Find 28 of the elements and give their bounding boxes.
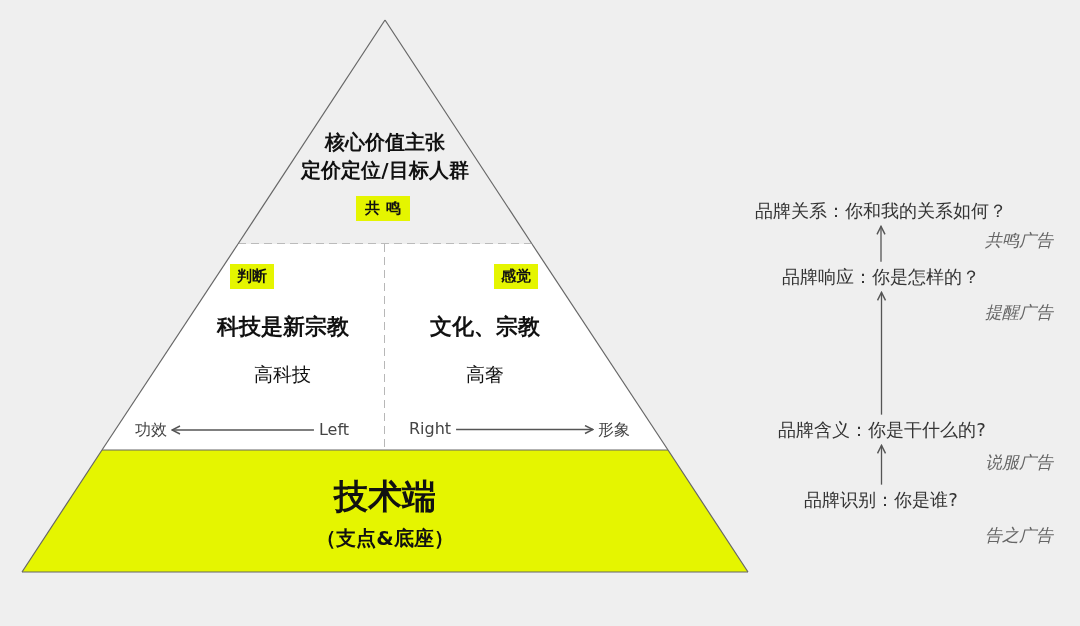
highlight-tag: 判断 — [230, 264, 274, 289]
tier-subtext: 高奢 — [466, 364, 504, 386]
question-text: 品牌识别：你是谁? — [804, 489, 958, 511]
ad-type-caption: 共鸣广告 — [985, 229, 1053, 252]
question-text: 品牌含义：你是干什么的? — [778, 419, 986, 441]
tier-heading: 技术端 — [334, 477, 436, 517]
tier-heading: 文化、宗教 — [430, 314, 540, 340]
tier-heading: 定价定位/目标人群 — [301, 158, 469, 182]
question-text: 品牌响应：你是怎样的？ — [782, 266, 980, 288]
tier-subtext: 高科技 — [253, 364, 311, 386]
ad-type-caption: 提醒广告 — [985, 301, 1053, 324]
highlight-tag: 共 鸣 — [356, 196, 410, 221]
tier-heading: 核心价值主张 — [325, 130, 445, 154]
arrow — [876, 291, 887, 416]
ad-type-caption: 告之广告 — [985, 524, 1053, 547]
pole-label: 形象 — [598, 420, 630, 440]
tier-subtext: （支点&底座） — [316, 526, 454, 550]
highlight-tag: 感觉 — [494, 264, 538, 289]
arrow — [171, 425, 315, 435]
arrow — [876, 225, 886, 263]
ad-type-caption: 说服广告 — [985, 451, 1053, 474]
arrow — [455, 424, 594, 435]
pole-label: 功效 — [135, 420, 167, 440]
tier-heading: 科技是新宗教 — [217, 314, 349, 340]
pole-label: Left — [318, 420, 350, 440]
pole-label: Right — [408, 419, 452, 439]
question-text: 品牌关系：你和我的关系如何？ — [755, 200, 1007, 222]
arrow — [876, 444, 887, 486]
